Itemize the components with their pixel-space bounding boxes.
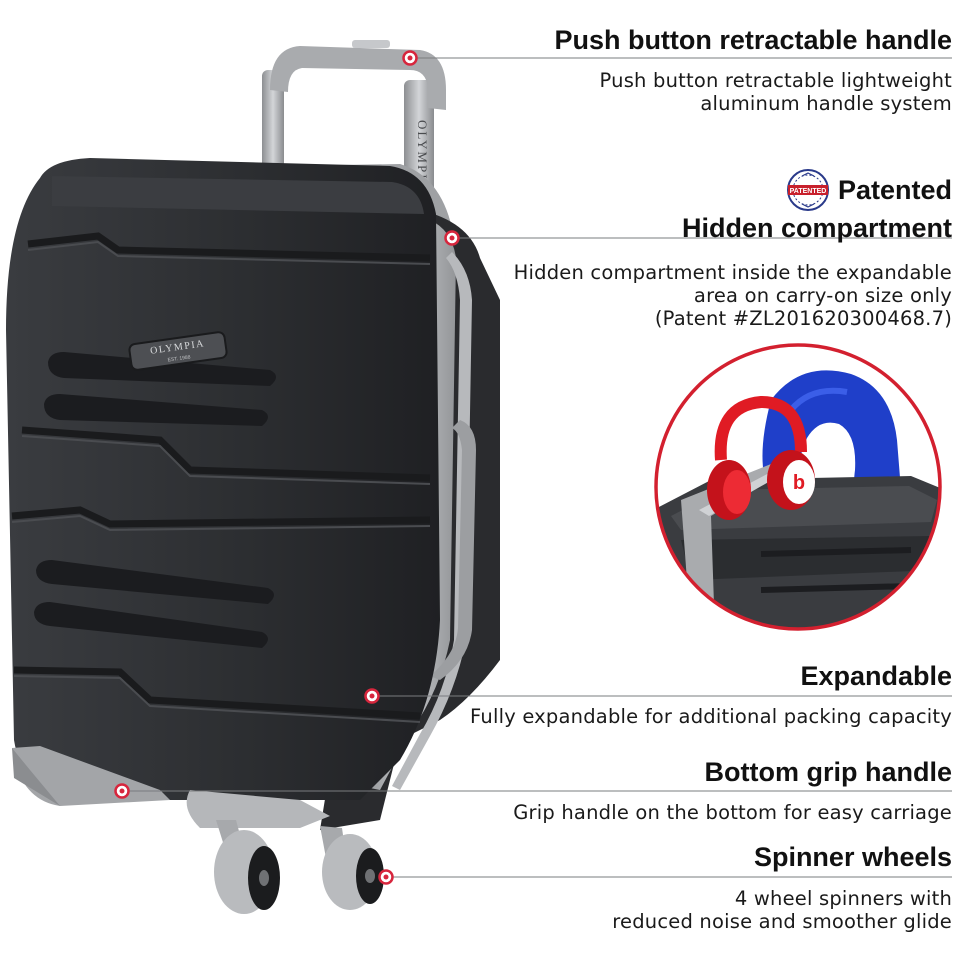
feature-description: Push button retractable lightweight alum… [599, 69, 952, 115]
feature-title: Push button retractable handle [554, 25, 952, 55]
feature-title: Bottom grip handle [704, 757, 952, 787]
headphones: b [707, 395, 815, 520]
feature-title: Expandable [800, 661, 952, 691]
spinner-wheels [214, 820, 384, 914]
feature-title: Spinner wheels [753, 842, 952, 872]
feature-title-line1: Patented [837, 174, 952, 205]
feature-spinner-wheels: Spinner wheels 4 wheel spinners with red… [612, 841, 952, 933]
feature-bottom-grip-handle: Bottom grip handle Grip handle on the bo… [513, 756, 952, 824]
feature-expandable: Expandable Fully expandable for addition… [470, 660, 952, 728]
suitcase-shell: OLYMPIA EST. 1988 [6, 158, 440, 800]
callout-dots [114, 50, 460, 885]
feature-description: Grip handle on the bottom for easy carri… [513, 801, 952, 824]
feature-hidden-compartment: PATENTED Patented Hidden compartment Hid… [514, 168, 952, 330]
feature-retractable-handle: Push button retractable handle Push butt… [554, 24, 952, 115]
feature-title-line2: Hidden compartment [681, 213, 952, 243]
feature-description: Fully expandable for additional packing … [470, 705, 952, 728]
feature-description: Hidden compartment inside the expandable… [513, 261, 952, 330]
svg-text:b: b [793, 472, 805, 494]
patented-seal-icon: PATENTED [786, 169, 829, 211]
retractable-handle: OLYMPIA [262, 40, 446, 210]
feature-description: 4 wheel spinners with reduced noise and … [612, 887, 952, 933]
brand-plate-subtext: EST. 1988 [167, 354, 191, 363]
seal-text: PATENTED [790, 188, 827, 195]
hidden-compartment-inset: b [654, 343, 942, 631]
callout-lines [122, 57, 952, 878]
